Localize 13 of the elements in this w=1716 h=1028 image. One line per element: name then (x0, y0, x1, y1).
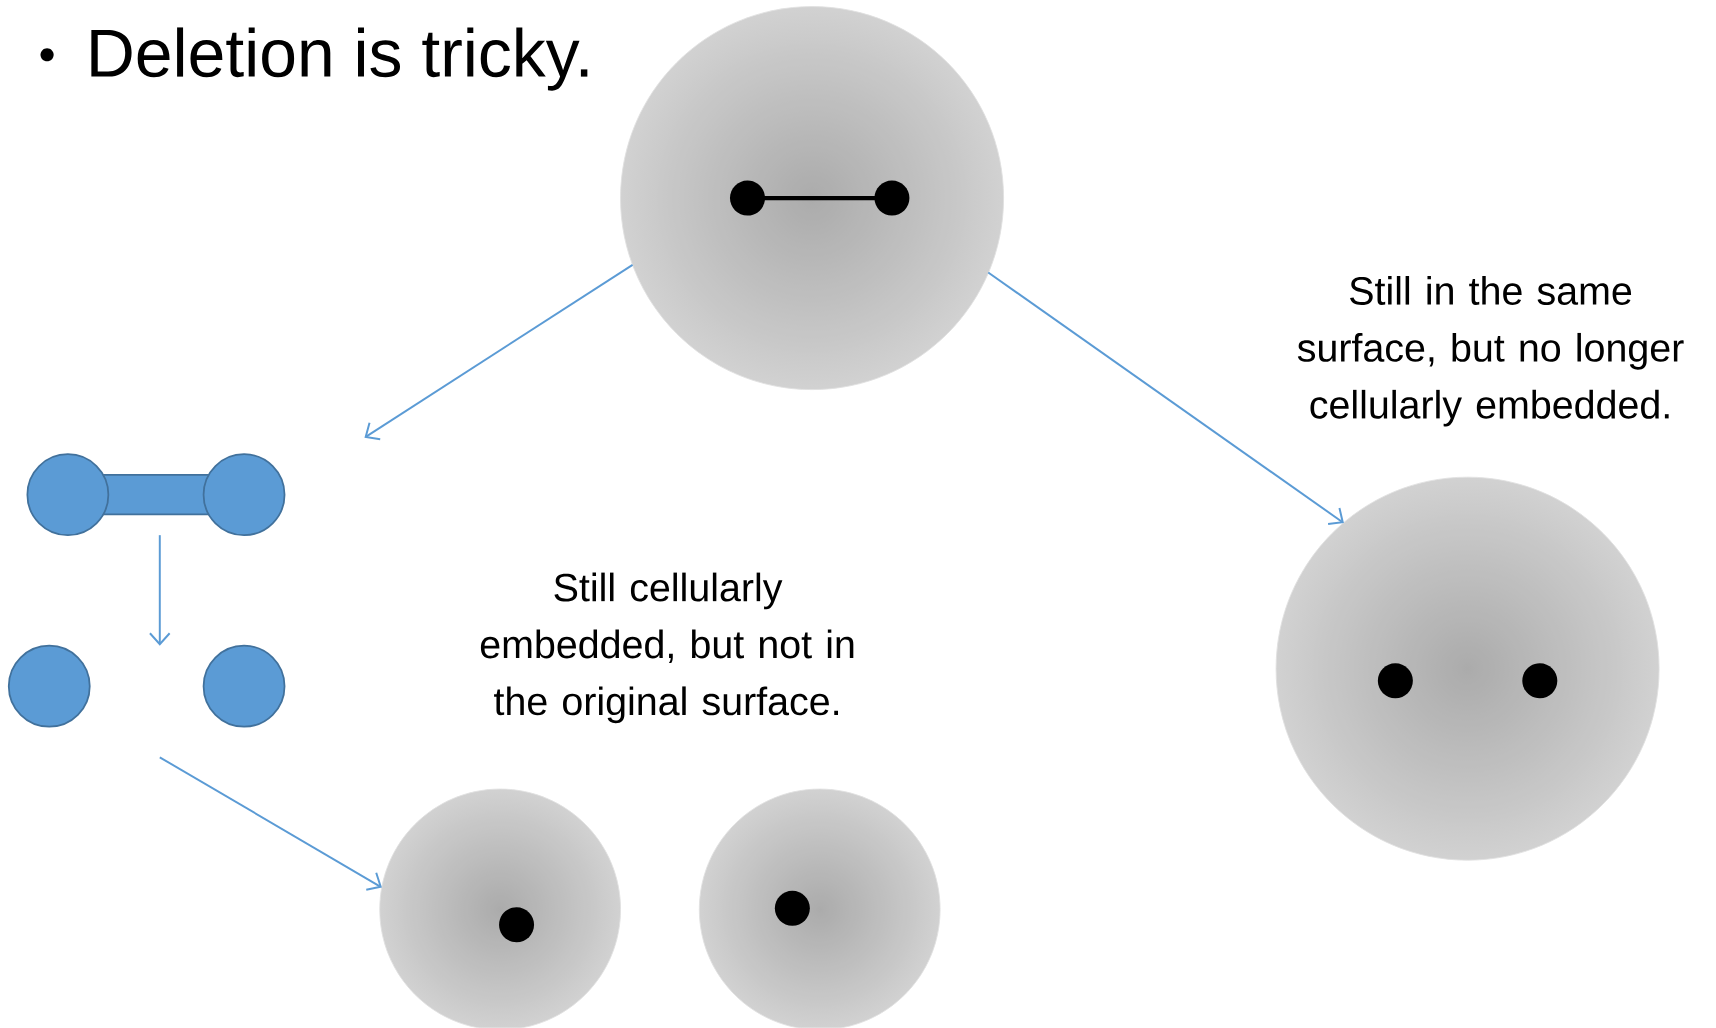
arrow (148, 534, 171, 646)
disks-drawing (7, 645, 286, 728)
note: Still in the same surface, but no longer cellularly embedded. (1297, 276, 1684, 427)
surface-drawing (379, 788, 621, 1028)
arrow (364, 264, 634, 441)
surface-drawing (620, 6, 1004, 391)
dumbbell-drawing (26, 453, 286, 537)
surface-drawing (1275, 476, 1660, 861)
arrow (158, 756, 382, 891)
surface-drawing (698, 788, 941, 1028)
note: Still cellularly embedded, but not in the original surface. (480, 572, 854, 724)
arrow (987, 271, 1344, 526)
title: Deletion is tricky. (91, 27, 588, 91)
